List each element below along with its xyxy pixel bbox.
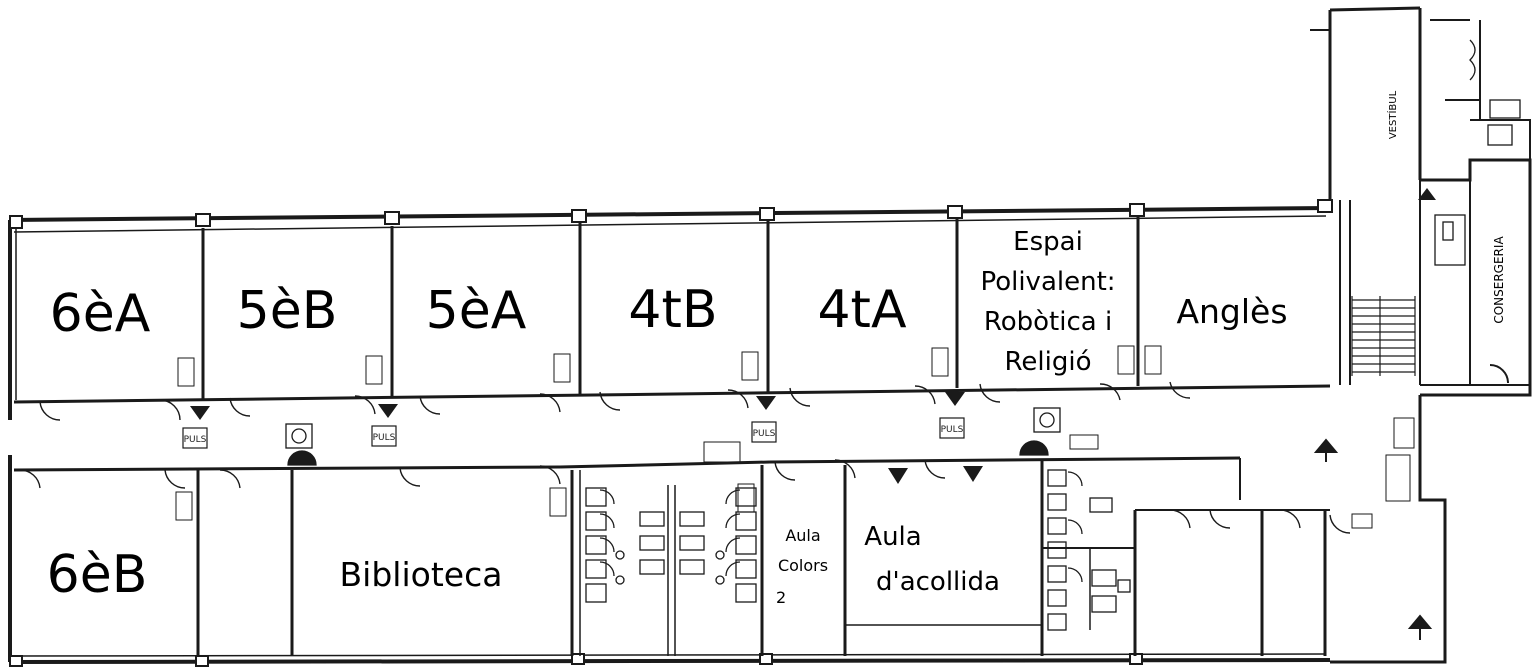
espai-label-line-3: Robòtica i <box>984 307 1112 337</box>
east-wing-walls <box>1339 19 1531 386</box>
vestibul-label: VESTÍBUL <box>1386 90 1399 139</box>
door-swings <box>19 381 1351 534</box>
room-5eA-label: 5èA <box>426 281 527 341</box>
direction-arrows <box>1313 438 1433 640</box>
puls-label: PULS <box>941 425 964 435</box>
aula-colors-label-line-2: Colors <box>778 556 828 575</box>
outer-wall-inner-line <box>13 215 1327 233</box>
entrance-markers <box>190 188 1436 484</box>
wc-block-left <box>585 487 757 603</box>
door-signs <box>175 345 1415 529</box>
espai-label-line-1: Espai <box>1013 227 1083 257</box>
alarm-bell-icons <box>285 407 1061 466</box>
room-angles-label: Anglès <box>1176 292 1287 331</box>
lower-room-dividers <box>196 460 1330 656</box>
aula-acollida-label-line-1: Aula <box>864 522 921 552</box>
south-wall-inner-line <box>13 653 1327 657</box>
espai-label-line-2: Polivalent: <box>980 267 1115 297</box>
room-6eA-label: 6èA <box>50 284 151 344</box>
puls-label: PULS <box>184 435 207 445</box>
consergeria-fixtures <box>1434 39 1521 266</box>
espai-label-line-4: Religió <box>1005 347 1092 377</box>
room-4tA-label: 4tA <box>817 280 906 340</box>
corridor-walls <box>13 384 1331 500</box>
outer-walls <box>8 6 1532 664</box>
puls-label: PULS <box>373 433 396 443</box>
room-4tB-label: 4tB <box>628 280 717 340</box>
consergeria-label: CONSERGERIA <box>1492 236 1506 324</box>
room-biblioteca-label: Biblioteca <box>340 555 503 594</box>
room-6eB-label: 6èB <box>47 545 148 605</box>
room-5eB-label: 5èB <box>237 281 338 341</box>
aula-acollida-label-line-2: d'acollida <box>876 567 1000 597</box>
stairs <box>1351 296 1416 376</box>
aula-colors-label-line-3: 2 <box>776 588 786 607</box>
upper-room-dividers <box>201 216 1140 400</box>
wall-pillars <box>9 199 1333 667</box>
wc-block-right <box>1042 469 1135 631</box>
push-buttons <box>182 417 965 449</box>
aula-colors-label-line-1: Aula <box>785 526 820 545</box>
puls-label: PULS <box>753 429 776 439</box>
